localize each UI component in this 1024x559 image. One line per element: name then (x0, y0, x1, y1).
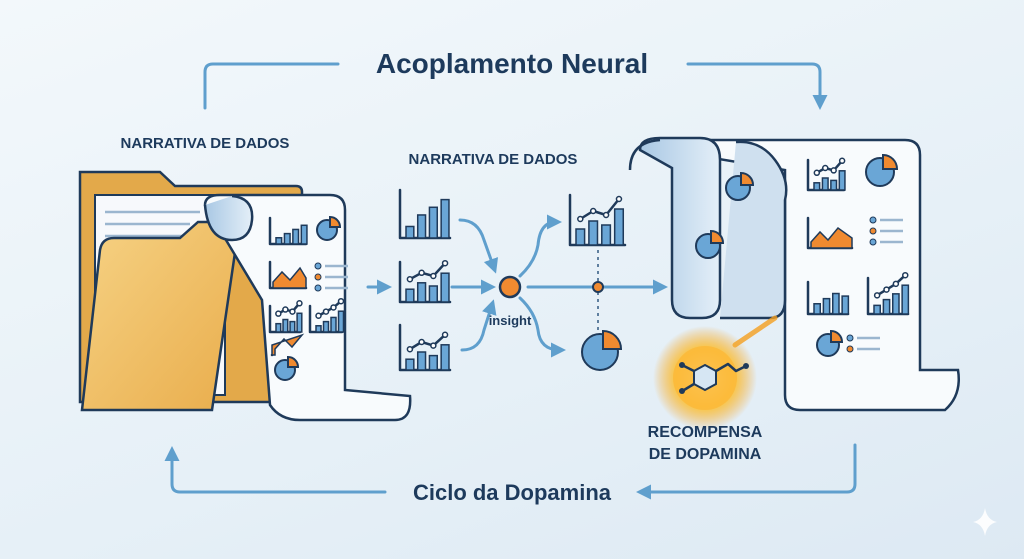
pie-chart-icon (316, 215, 342, 241)
top-loop-arrow-right (686, 62, 828, 110)
bar-chart-icon (806, 280, 850, 316)
legend-list-icon (846, 334, 880, 353)
dopamine-burst-icon (653, 326, 757, 430)
center-narrative-label: NARRATIVA DE DADOS (409, 151, 578, 168)
line-bar-chart-icon (398, 323, 452, 372)
area-chart-icon (268, 260, 308, 290)
top-loop-arrow-left (203, 62, 340, 110)
pie-chart-icon (816, 329, 844, 357)
pie-chart-icon (581, 329, 623, 371)
bottom-loop-arrow-right (636, 443, 857, 500)
line-bar-chart-icon (268, 300, 303, 334)
line-bar-chart-icon (568, 193, 627, 247)
legend-list-icon (314, 262, 348, 292)
diagram-title: Acoplamento Neural (376, 48, 648, 79)
arrow-insight-to-pie (518, 296, 566, 358)
junction-node (592, 281, 604, 293)
area-chart-icon (806, 216, 854, 250)
sparkle-icon (973, 508, 997, 536)
pie-chart-icon (274, 355, 300, 381)
arrow-chart1-to-insight (458, 218, 499, 274)
area-chart-icon (270, 333, 305, 357)
reward-label-line2: DE DOPAMINA (649, 446, 762, 463)
pie-chart-icon (865, 153, 899, 187)
line-bar-chart-icon (398, 259, 452, 304)
pie-chart-icon (695, 229, 725, 259)
insight-node (498, 275, 522, 299)
pie-chart-icon (725, 171, 755, 201)
left-narrative-label: NARRATIVA DE DADOS (121, 135, 290, 152)
bottom-loop-arrow-left (164, 446, 387, 494)
arrow-chart3-to-insight (460, 299, 497, 352)
line-bar-chart-icon (308, 297, 345, 334)
bar-chart-icon (268, 216, 308, 246)
reward-beam (732, 315, 778, 348)
insight-label: insight (489, 313, 532, 328)
left-scroll-document (203, 193, 412, 422)
right-scroll-document (628, 136, 960, 412)
reward-label-line1: RECOMPENSA (648, 424, 763, 441)
line-bar-chart-icon (806, 157, 846, 192)
arrow-insight-to-chart (518, 214, 562, 278)
legend-list-icon (869, 216, 903, 246)
line-bar-chart-icon (866, 271, 910, 316)
bar-chart-icon (398, 188, 452, 240)
cycle-label: Ciclo da Dopamina (413, 480, 612, 505)
